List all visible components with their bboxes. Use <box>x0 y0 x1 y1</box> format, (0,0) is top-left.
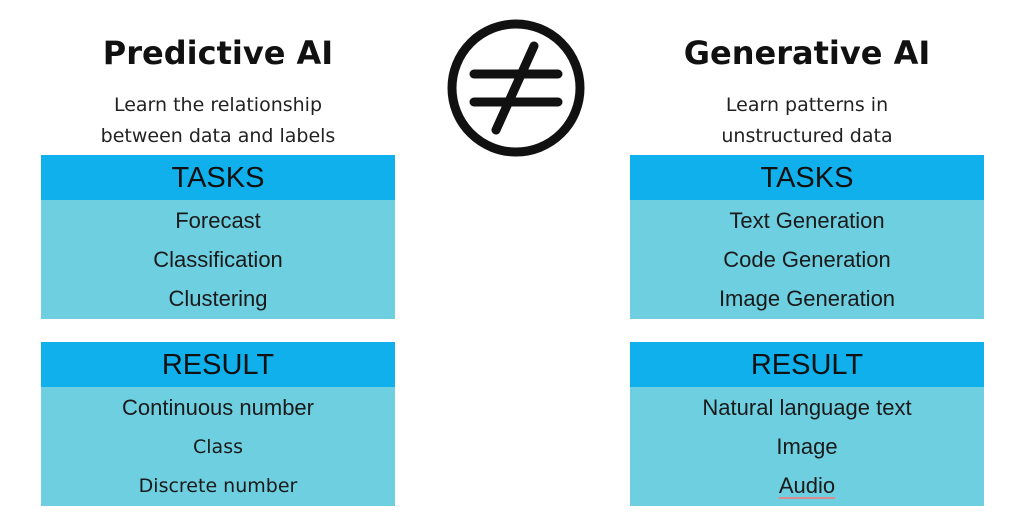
task-item: Classification <box>153 247 283 272</box>
subtitle-line-2: unstructured data <box>721 125 893 147</box>
tasks-header: TASKS <box>41 155 395 200</box>
predictive-result-box: RESULT Continuous number Class Discrete … <box>41 342 395 506</box>
subtitle-line-1: Learn patterns in <box>725 94 889 116</box>
predictive-tasks-box: TASKS Forecast Classification Clustering <box>41 155 395 319</box>
result-item: Discrete number <box>138 475 298 497</box>
task-item: Code Generation <box>723 247 891 272</box>
result-item: Image <box>776 434 838 459</box>
result-header: RESULT <box>630 342 984 387</box>
generative-result-box: RESULT Natural language text Image Audio <box>630 342 984 506</box>
generative-tasks-box: TASKS Text Generation Code Generation Im… <box>630 155 984 319</box>
task-item: Text Generation <box>729 208 885 233</box>
result-list: Natural language text Image Audio <box>630 387 984 506</box>
not-equal-icon <box>447 19 585 157</box>
predictive-ai-subtitle: Learn the relationship between data and … <box>41 90 395 152</box>
result-header: RESULT <box>41 342 395 387</box>
result-item: Natural language text <box>702 395 912 420</box>
generative-ai-title: Generative AI <box>683 34 931 72</box>
tasks-list: Text Generation Code Generation Image Ge… <box>630 200 984 319</box>
result-item: Class <box>193 436 243 458</box>
task-item: Image Generation <box>718 286 896 311</box>
task-item: Clustering <box>168 286 268 311</box>
task-item: Forecast <box>175 208 261 233</box>
predictive-ai-title: Predictive AI <box>102 34 334 72</box>
subtitle-line-1: Learn the relationship <box>113 94 323 116</box>
result-item: Audio <box>630 467 984 506</box>
generative-ai-subtitle: Learn patterns in unstructured data <box>630 90 984 152</box>
result-list: Continuous number Class Discrete number <box>41 387 395 506</box>
result-item-text: Audio <box>778 473 836 498</box>
tasks-list: Forecast Classification Clustering <box>41 200 395 319</box>
result-item: Continuous number <box>121 395 314 420</box>
tasks-header: TASKS <box>630 155 984 200</box>
subtitle-line-2: between data and labels <box>100 125 336 147</box>
